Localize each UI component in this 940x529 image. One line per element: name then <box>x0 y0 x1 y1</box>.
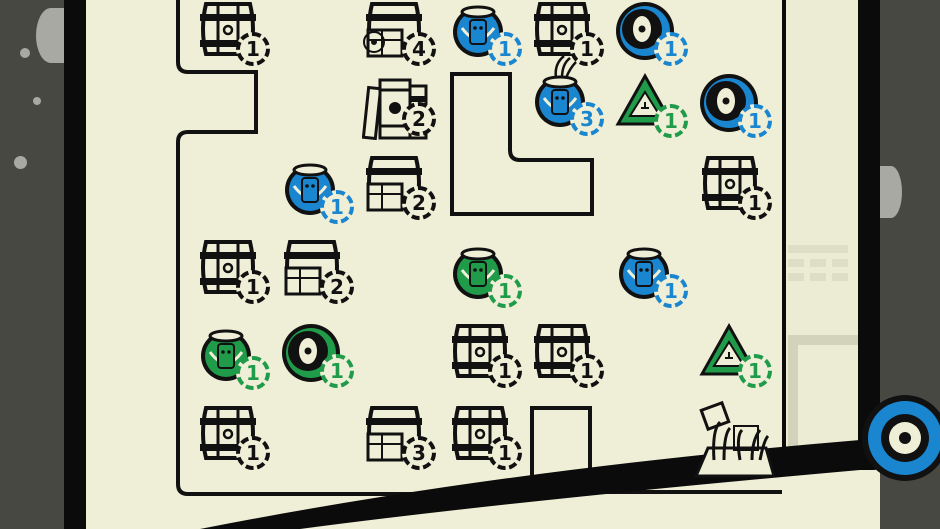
item-count-badge: 1 <box>488 274 522 308</box>
map-item-pot[interactable]: 1 <box>196 324 270 394</box>
map-item-barrel[interactable]: 1 <box>530 0 604 70</box>
map-item-barrel[interactable]: 1 <box>448 404 522 474</box>
item-count-badge: 4 <box>402 32 436 66</box>
shadow-frame-decoration <box>788 335 858 475</box>
map-item-barrel[interactable]: 1 <box>448 322 522 392</box>
item-count-badge: 1 <box>236 436 270 470</box>
wheel-center <box>899 432 911 444</box>
map-item-pot-sprout[interactable]: 3 <box>530 55 604 140</box>
map-item-pot[interactable]: 1 <box>448 0 522 70</box>
item-count-badge: 1 <box>488 354 522 388</box>
background-left <box>0 0 64 529</box>
map-item-pot[interactable]: 1 <box>614 242 688 312</box>
map-item-barrel[interactable]: 1 <box>530 322 604 392</box>
item-count-badge: 2 <box>402 186 436 220</box>
pot-icon <box>196 324 266 388</box>
map-item-ring[interactable]: 1 <box>698 72 772 142</box>
map-item-ring[interactable]: 1 <box>280 322 354 392</box>
map-item-triangle[interactable]: 1 <box>614 72 688 142</box>
item-count-badge: 1 <box>488 436 522 470</box>
item-count-badge: 1 <box>654 104 688 138</box>
item-count-badge: 1 <box>570 354 604 388</box>
item-count-badge: 1 <box>570 32 604 66</box>
splat-decoration <box>36 8 66 63</box>
map-item-barrel[interactable]: 1 <box>196 0 270 70</box>
item-count-badge: 1 <box>236 270 270 304</box>
plants-icon <box>690 400 776 484</box>
item-count-badge: 1 <box>738 104 772 138</box>
map-item-barrel-crate[interactable]: 2 <box>280 238 354 308</box>
dot-decoration <box>20 48 30 58</box>
map-item-barrel[interactable]: 1 <box>698 154 772 224</box>
item-count-badge: 2 <box>320 270 354 304</box>
map-item-plants[interactable] <box>690 400 776 478</box>
map-edge-left <box>64 0 86 529</box>
map-paper-fold <box>786 0 858 470</box>
item-count-badge: 1 <box>654 274 688 308</box>
map-fold-line <box>782 0 786 470</box>
map-edge-right <box>858 0 880 470</box>
item-count-badge: 1 <box>320 190 354 224</box>
splat-decoration <box>880 166 902 218</box>
item-count-badge: 1 <box>654 32 688 66</box>
item-count-badge: 3 <box>570 102 604 136</box>
paper-fold-edge <box>200 438 940 529</box>
map-item-barrel-wheel[interactable]: 4 <box>362 0 436 70</box>
item-count-badge: 1 <box>320 354 354 388</box>
map-item-pot[interactable]: 1 <box>280 158 354 228</box>
dot-decoration <box>33 97 41 105</box>
item-count-badge: 2 <box>402 102 436 136</box>
item-count-badge: 1 <box>738 354 772 388</box>
item-count-badge: 1 <box>738 186 772 220</box>
map-item-ring[interactable]: 1 <box>614 0 688 70</box>
map-item-barrel[interactable]: 1 <box>196 404 270 474</box>
map-item-triangle[interactable]: 1 <box>698 322 772 392</box>
wheel-button[interactable] <box>862 395 940 481</box>
map-item-books[interactable]: 2 <box>361 70 436 141</box>
item-count-badge: 1 <box>236 32 270 66</box>
item-count-badge: 3 <box>402 436 436 470</box>
item-count-badge: 1 <box>488 32 522 66</box>
map-item-barrel[interactable]: 1 <box>196 238 270 308</box>
item-count-badge: 1 <box>236 356 270 390</box>
shadow-grid-decoration <box>788 245 848 281</box>
map-item-barrel-crate[interactable]: 3 <box>362 404 436 474</box>
map-item-pot[interactable]: 1 <box>448 242 522 312</box>
map-item-barrel-crate[interactable]: 2 <box>362 154 436 224</box>
dot-decoration <box>14 156 27 169</box>
